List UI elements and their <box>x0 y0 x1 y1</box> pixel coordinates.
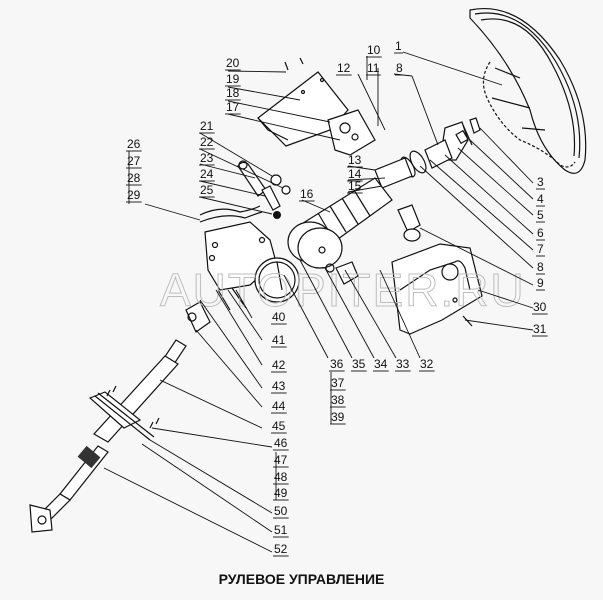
callout-13: 13 <box>348 153 362 167</box>
callout-26: 26 <box>127 137 141 151</box>
callout-12: 12 <box>337 61 351 75</box>
callout-48: 48 <box>274 470 288 484</box>
callout-51: 51 <box>274 523 288 537</box>
small-shaft-parts <box>185 287 247 333</box>
callout-31: 31 <box>533 322 547 336</box>
callout-27: 27 <box>127 154 141 168</box>
callout-18: 18 <box>226 86 240 100</box>
callout-32: 32 <box>420 357 434 371</box>
callout-5: 5 <box>537 208 544 222</box>
watermark: AUTOPITER.RU <box>160 264 526 316</box>
callout-labels: 1 8 10 11 12 20 19 18 17 13 14 15 16 21 … <box>126 39 548 557</box>
callout-25: 25 <box>200 183 214 197</box>
callout-35: 35 <box>352 357 366 371</box>
callout-50: 50 <box>274 504 288 518</box>
callout-44: 44 <box>272 399 286 413</box>
callout-17: 17 <box>226 100 240 114</box>
callout-41: 41 <box>272 333 286 347</box>
callout-22: 22 <box>200 135 214 149</box>
callout-40: 40 <box>272 310 286 324</box>
callout-11: 11 <box>367 61 380 75</box>
callout-19: 19 <box>226 72 240 86</box>
callout-45: 45 <box>272 419 286 433</box>
callout-6: 6 <box>537 226 544 240</box>
bracket-plate <box>257 57 376 156</box>
callout-14: 14 <box>348 167 362 181</box>
callout-39: 39 <box>331 410 345 424</box>
steering-wheel <box>469 8 587 174</box>
callout-28: 28 <box>127 171 141 185</box>
callout-46: 46 <box>274 436 288 450</box>
intermediate-shaft <box>90 340 187 443</box>
callout-15: 15 <box>348 179 362 193</box>
callout-3: 3 <box>537 175 544 189</box>
callout-34: 34 <box>374 357 388 371</box>
callout-24: 24 <box>200 167 214 181</box>
callout-37: 37 <box>331 376 345 390</box>
universal-joint <box>29 445 109 533</box>
callout-10: 10 <box>367 43 381 57</box>
switch-part <box>397 204 421 242</box>
mounting-bracket <box>199 205 300 303</box>
callout-8-top: 8 <box>396 61 403 75</box>
callout-23: 23 <box>200 151 214 165</box>
callout-43: 43 <box>272 379 286 393</box>
callout-33: 33 <box>396 357 410 371</box>
column-cover <box>391 243 483 335</box>
callout-47: 47 <box>274 453 288 467</box>
callout-4: 4 <box>537 192 544 206</box>
callout-38: 38 <box>331 393 345 407</box>
callout-30: 30 <box>533 300 547 314</box>
callout-20: 20 <box>226 56 240 70</box>
group-brackets <box>128 56 368 500</box>
small-parts-21-25 <box>237 160 291 219</box>
leader-lines <box>103 51 534 553</box>
callout-16: 16 <box>300 187 314 201</box>
callout-7: 7 <box>537 242 544 256</box>
diagram-caption: РУЛЕВОЕ УПРАВЛЕНИЕ <box>218 571 385 587</box>
callout-42: 42 <box>272 358 286 372</box>
callout-52: 52 <box>274 542 288 556</box>
callout-1: 1 <box>395 39 402 53</box>
callout-9: 9 <box>537 276 544 290</box>
callout-21: 21 <box>200 119 214 133</box>
steering-column-housing <box>287 177 393 285</box>
callout-49: 49 <box>274 486 288 500</box>
callout-8-right: 8 <box>537 260 544 274</box>
callout-29: 29 <box>127 188 141 202</box>
upper-shaft-parts <box>374 117 481 189</box>
callout-36: 36 <box>330 357 344 371</box>
